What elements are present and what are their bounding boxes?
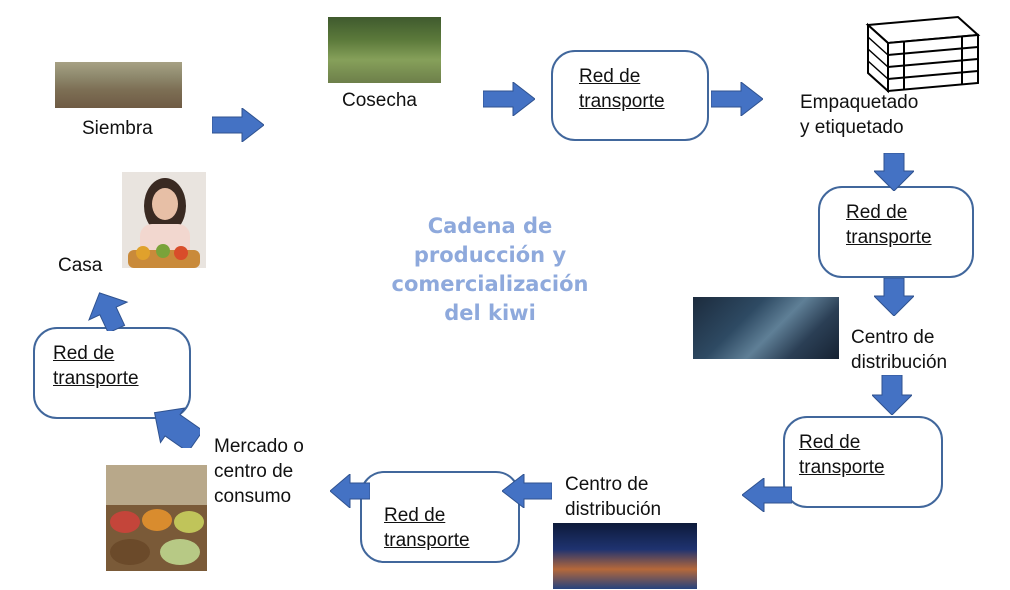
title-line: producción y (413, 243, 567, 267)
centro-distribucion-label: Centro de distribución (851, 325, 947, 375)
diagram-title: Cadena de producción y comercialización … (355, 212, 625, 328)
transport-box: Red de transporte (360, 471, 520, 563)
transport-line: transporte (384, 530, 470, 551)
centro-distribucion-label: Centro de distribución (565, 472, 661, 522)
field-image (55, 62, 182, 108)
label-line: Centro de (565, 474, 649, 495)
flow-arrow (742, 478, 792, 512)
label-line: consumo (214, 486, 292, 507)
siembra-label: Siembra (82, 118, 153, 139)
transport-box: Red de transporte (551, 50, 709, 141)
label-line: Centro de (851, 327, 935, 348)
crate-image (865, 15, 981, 94)
empaquetado-label: Empaquetado y etiquetado (800, 90, 918, 140)
flow-arrow (872, 375, 912, 415)
title-line: Cadena de (427, 214, 553, 238)
transport-line: Red de (53, 343, 115, 364)
transport-box: Red de transporte (33, 327, 191, 419)
casa-label: Casa (58, 255, 103, 276)
flow-arrow (153, 407, 200, 448)
port-image (553, 523, 697, 589)
port-image (693, 297, 839, 359)
transport-box: Red de transporte (818, 186, 974, 278)
label-line: Mercado o (214, 436, 304, 457)
label-line: y etiquetado (800, 117, 904, 138)
flow-arrow (88, 292, 129, 331)
transport-line: transporte (846, 227, 932, 248)
transport-line: transporte (579, 91, 665, 112)
flow-arrow (502, 474, 552, 508)
label-line: distribución (851, 352, 948, 373)
transport-line: transporte (799, 457, 885, 478)
market-image (106, 465, 207, 571)
flow-arrow (874, 153, 914, 191)
title-line: comercialización (391, 272, 589, 296)
title-line: del kiwi (444, 301, 536, 325)
mercado-label: Mercado o centro de consumo (214, 434, 304, 509)
transport-line: transporte (53, 368, 139, 389)
label-line: centro de (214, 461, 294, 482)
label-line: Empaquetado (800, 92, 919, 113)
flow-arrow (212, 108, 264, 142)
transport-line: Red de (799, 432, 861, 453)
woman-image (122, 172, 206, 268)
transport-line: Red de (846, 202, 908, 223)
transport-box: Red de transporte (783, 416, 943, 508)
flow-arrow (711, 82, 763, 116)
label-line: distribución (565, 499, 662, 520)
transport-line: Red de (384, 505, 446, 526)
orchard-image (328, 17, 441, 83)
flow-arrow (330, 474, 370, 508)
flow-arrow (874, 278, 914, 316)
transport-line: Red de (579, 66, 641, 87)
flow-arrow (483, 82, 535, 116)
cosecha-label: Cosecha (342, 90, 417, 111)
